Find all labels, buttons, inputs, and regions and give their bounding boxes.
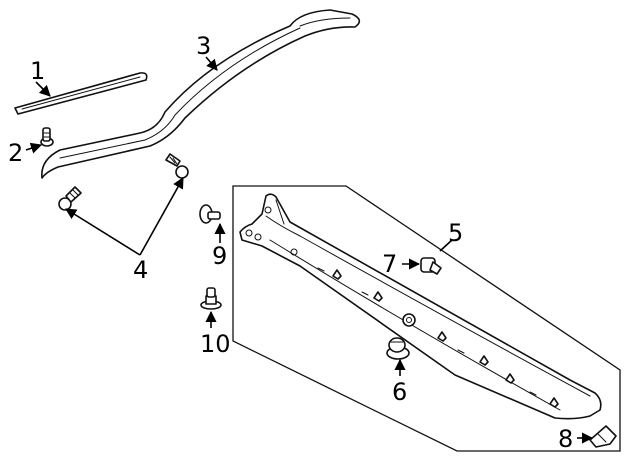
leader-4b — [139, 177, 184, 256]
callout-4: 4 — [133, 256, 148, 284]
callout-2: 2 — [8, 139, 23, 167]
leader-4a — [65, 208, 141, 256]
callout-5: 5 — [448, 219, 463, 247]
part-10-retainer — [200, 287, 222, 310]
part-8-end-clip — [589, 425, 617, 448]
part-3-roof-molding — [41, 9, 361, 179]
callout-6: 6 — [392, 378, 407, 406]
part-7-clip — [420, 257, 442, 275]
callout-labels: 1 2 3 4 5 6 7 8 9 10 — [8, 32, 573, 453]
leader-5 — [439, 239, 453, 252]
part-4-screw-left — [58, 186, 82, 211]
part-5-rocker-molding — [239, 193, 602, 420]
leader-2 — [25, 142, 43, 154]
part-1-molding-strip — [14, 72, 148, 115]
part-4-screw-right — [165, 153, 189, 179]
callout-3: 3 — [196, 32, 211, 60]
leader-1 — [35, 81, 51, 97]
callout-8: 8 — [558, 425, 573, 453]
part-5-group-outline — [232, 185, 621, 452]
part-9-push-pin — [199, 204, 221, 224]
part-2-clip — [40, 127, 54, 147]
callout-9: 9 — [212, 242, 227, 270]
callout-7: 7 — [382, 250, 397, 278]
callout-1: 1 — [30, 57, 45, 85]
leader-lines — [25, 56, 594, 444]
callout-10: 10 — [200, 330, 231, 358]
leader-3 — [205, 56, 218, 71]
